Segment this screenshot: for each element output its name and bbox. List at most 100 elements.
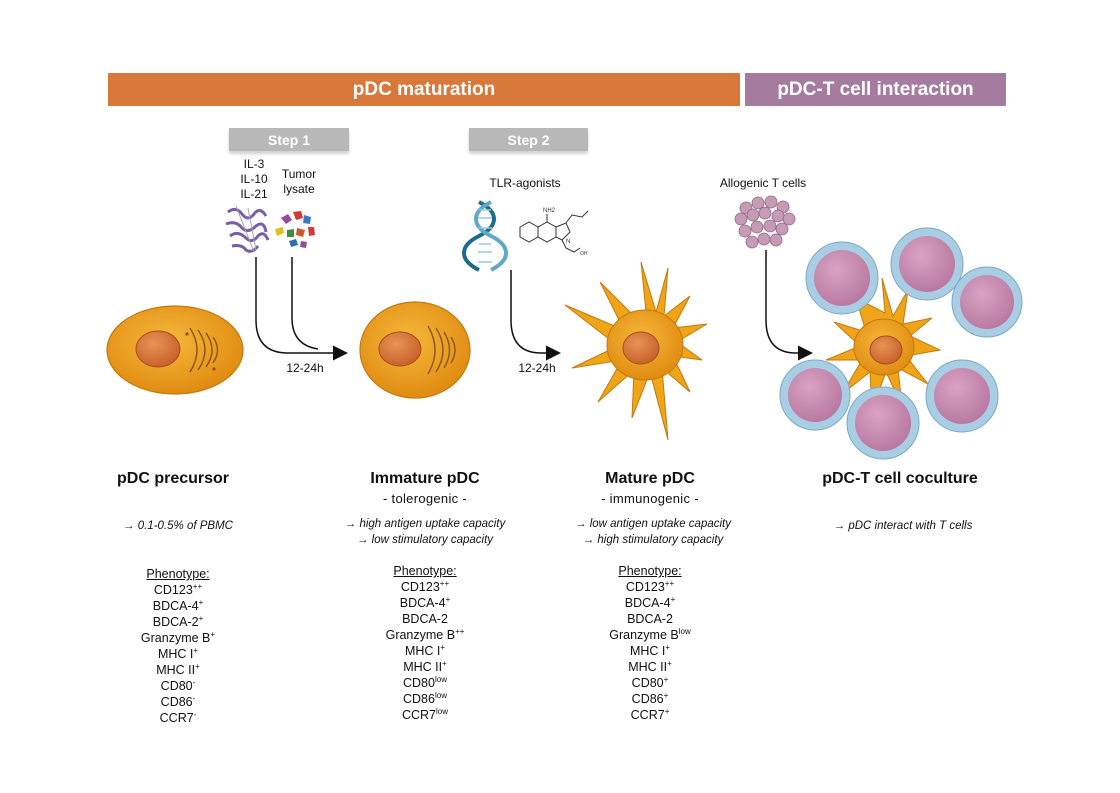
arrow-step2: [510, 270, 561, 361]
marker-level: +: [445, 594, 451, 604]
marker-name: CD123: [153, 583, 193, 597]
phenotype-marker: BDCA-2+: [103, 614, 253, 630]
marker-level: low: [434, 690, 447, 700]
tlr-agonists-label: TLR-agonists: [489, 176, 561, 190]
tumor-lysate-label: Tumor lysate: [274, 167, 324, 197]
immature-pdc-cell: [359, 301, 471, 399]
phenotype-marker: CD80-: [103, 678, 253, 694]
phenotype-marker: Granzyme Blow: [575, 627, 725, 643]
stage-title-mature: Mature pDC: [605, 470, 695, 487]
marker-level: low: [436, 706, 449, 716]
marker-name: CD123: [625, 580, 665, 594]
phenotype-marker: CCR7+: [575, 707, 725, 723]
marker-name: Granzyme B: [609, 628, 679, 642]
phenotype-marker: MHC I+: [575, 643, 725, 659]
phenotype-marker: Granzyme B+: [103, 630, 253, 646]
marker-name: MHC I: [404, 644, 441, 658]
marker-level: +: [667, 658, 672, 668]
marker-name: CD86: [403, 692, 435, 706]
tumor-lysate-icon: [275, 211, 315, 248]
marker-level: ++: [455, 626, 465, 636]
phenotype-marker: CCR7low: [350, 707, 500, 723]
dna-helix-icon: [462, 200, 508, 272]
phenotype-marker: MHC II+: [103, 662, 253, 678]
svg-text:OH: OH: [580, 251, 588, 257]
stage-subtitle-immature: - tolerogenic -: [383, 491, 467, 506]
step2-label: Step 2: [507, 131, 550, 148]
step1-box: Step 1: [229, 128, 349, 151]
marker-name: CD123: [400, 580, 440, 594]
marker-name: BDCA-4: [624, 596, 671, 610]
stage-desc-precursor: → 0.1-0.5% of PBMC: [98, 518, 258, 534]
desc-line: → 0.1-0.5% of PBMC: [123, 520, 233, 532]
marker-level: ++: [664, 578, 675, 588]
marker-level: ++: [439, 578, 450, 588]
arrow-step1: [255, 257, 348, 361]
mature-pdc-cell: [564, 261, 708, 441]
stage-desc-coculture: → pDC interact with T cells: [808, 518, 998, 534]
step1-label: Step 1: [267, 131, 310, 148]
phenotype-marker: CD123++: [575, 579, 725, 595]
phenotype-marker: CD80+: [575, 675, 725, 691]
marker-name: BDCA-2: [402, 612, 448, 626]
desc-line: → low antigen uptake capacity: [575, 518, 731, 530]
marker-level: +: [198, 613, 204, 623]
phenotype-marker: CD86low: [350, 691, 500, 707]
desc-line: → high antigen uptake capacity: [344, 518, 506, 530]
cytokine-il21: IL-21: [240, 187, 268, 201]
marker-level: +: [198, 597, 204, 607]
desc-line: → high stimulatory capacity: [582, 534, 724, 546]
marker-name: CD86: [631, 692, 664, 706]
marker-name: Granzyme B: [140, 631, 211, 645]
coculture-t-cells: [779, 227, 1023, 460]
marker-name: CD86: [160, 695, 193, 709]
stage-title-immature: Immature pDC: [370, 470, 480, 487]
phenotype-marker: CD86-: [103, 694, 253, 710]
marker-name: BDCA-4: [399, 596, 446, 610]
marker-level: low: [678, 626, 691, 636]
marker-name: BDCA-2: [627, 612, 673, 626]
phenotype-heading: Phenotype:: [393, 564, 457, 578]
svg-text:NH2: NH2: [543, 208, 556, 214]
marker-level: +: [193, 645, 199, 655]
step2-box: Step 2: [469, 128, 588, 151]
phenotype-marker: CD86+: [575, 691, 725, 707]
cytokine-list: IL-3 IL-10 IL-21: [233, 157, 275, 202]
marker-level: low: [434, 674, 447, 684]
stage-subtitle-mature: - immunogenic -: [601, 491, 699, 506]
marker-name: CCR7: [630, 708, 665, 722]
marker-level: +: [440, 642, 446, 652]
stage-title-coculture: pDC-T cell coculture: [822, 470, 978, 487]
marker-level: -: [193, 709, 197, 719]
phenotype-marker: Granzyme B++: [350, 627, 500, 643]
maturation-banner: pDC maturation: [108, 73, 740, 106]
svg-text:N: N: [566, 239, 570, 245]
marker-name: CD80: [631, 676, 664, 690]
marker-level: +: [210, 629, 216, 639]
stage-desc-mature: → low antigen uptake capacity → high sti…: [558, 516, 748, 548]
phenotype-marker: BDCA-4+: [350, 595, 500, 611]
interaction-banner: pDC-T cell interaction: [745, 73, 1006, 106]
marker-level: ++: [192, 581, 203, 591]
phenotype-marker: MHC I+: [103, 646, 253, 662]
tumor-lysate-line1: Tumor: [281, 167, 317, 181]
desc-line: → pDC interact with T cells: [833, 520, 973, 532]
marker-level: +: [195, 661, 200, 671]
marker-name: MHC II: [403, 660, 443, 674]
marker-name: CCR7: [159, 711, 194, 725]
desc-line: → low stimulatory capacity: [356, 534, 494, 546]
phenotype-list-precursor: Phenotype:CD123++BDCA-4+BDCA-2+Granzyme …: [103, 566, 253, 726]
marker-level: -: [192, 677, 196, 687]
arrow-coculture: [765, 250, 813, 361]
phenotype-marker: MHC II+: [350, 659, 500, 675]
marker-level: +: [665, 642, 671, 652]
marker-name: MHC II: [156, 663, 196, 677]
marker-level: +: [442, 658, 447, 668]
marker-name: MHC I: [157, 647, 194, 661]
cytokine-protein-icon: [225, 205, 270, 253]
tumor-lysate-line2: lysate: [283, 182, 315, 196]
pdc-precursor-cell: [106, 305, 244, 395]
